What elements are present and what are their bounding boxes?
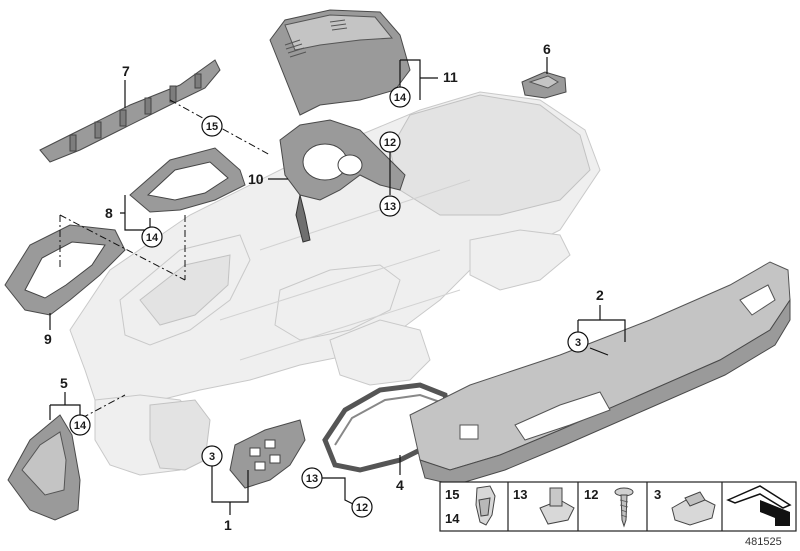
callout-13-lower: 13 — [301, 467, 323, 489]
long-bracket-part[interactable] — [39, 59, 221, 163]
svg-text:13: 13 — [306, 473, 318, 485]
part-number-10: 10 — [248, 171, 264, 187]
legend-label-14: 14 — [445, 511, 460, 526]
instrument-hood-cover[interactable] — [269, 9, 411, 116]
side-panel-part[interactable] — [7, 414, 81, 521]
callout-13-center: 13 — [379, 195, 401, 217]
legend-label-12: 12 — [584, 487, 598, 502]
speed-nut-icon — [539, 487, 575, 525]
fastener-legend: 15 14 13 12 3 — [439, 481, 797, 532]
spring-clip-icon — [475, 485, 496, 526]
callout-3-strip: 3 — [567, 331, 589, 353]
callout-12-lower: 12 — [351, 496, 373, 518]
callout-14-frame: 14 — [141, 226, 163, 248]
part-number-1: 1 — [224, 517, 232, 533]
legend-label-13: 13 — [513, 487, 527, 502]
callout-14-panel: 14 — [69, 414, 91, 436]
svg-text:12: 12 — [356, 502, 368, 514]
clip-nut-icon — [671, 491, 716, 526]
svg-text:3: 3 — [209, 451, 215, 463]
legend-label-3: 3 — [654, 487, 661, 502]
long-trim-strip-part[interactable] — [409, 261, 791, 486]
image-number: 481525 — [745, 536, 782, 548]
callout-14-hood: 14 — [389, 86, 411, 108]
svg-text:15: 15 — [206, 121, 218, 133]
part-number-4: 4 — [396, 477, 404, 493]
svg-text:12: 12 — [384, 137, 396, 149]
leader-lines — [49, 57, 626, 515]
part-number-2: 2 — [596, 287, 604, 303]
small-switch-part[interactable] — [521, 71, 567, 99]
part-number-labels: 7 11 6 10 8 9 2 5 1 4 — [44, 41, 604, 533]
svg-text:14: 14 — [74, 420, 87, 432]
part-number-6: 6 — [543, 41, 551, 57]
callout-15-bracket: 15 — [201, 115, 223, 137]
svg-text:3: 3 — [575, 337, 581, 349]
part-number-11: 11 — [443, 69, 458, 85]
lower-bracket-part[interactable] — [229, 419, 306, 489]
svg-text:14: 14 — [146, 232, 159, 244]
bracket-shape-icon — [726, 485, 792, 526]
part-number-5: 5 — [60, 375, 68, 391]
screw-icon — [614, 487, 634, 528]
legend-label-15: 15 — [445, 487, 459, 502]
callout-circles: 14 15 12 13 14 3 14 3 — [69, 86, 589, 518]
dashboard-carrier-ghost — [69, 91, 601, 476]
vent-trim-frame-part[interactable] — [4, 224, 126, 316]
svg-text:13: 13 — [384, 201, 396, 213]
svg-text:14: 14 — [394, 92, 407, 104]
part-number-7: 7 — [122, 63, 130, 79]
part-number-8: 8 — [105, 205, 113, 221]
part-number-9: 9 — [44, 331, 52, 347]
trim-frame-part[interactable] — [129, 147, 246, 213]
vent-grille-icon — [284, 19, 348, 58]
callout-12-center: 12 — [379, 131, 401, 153]
callout-3-lower: 3 — [201, 445, 223, 467]
